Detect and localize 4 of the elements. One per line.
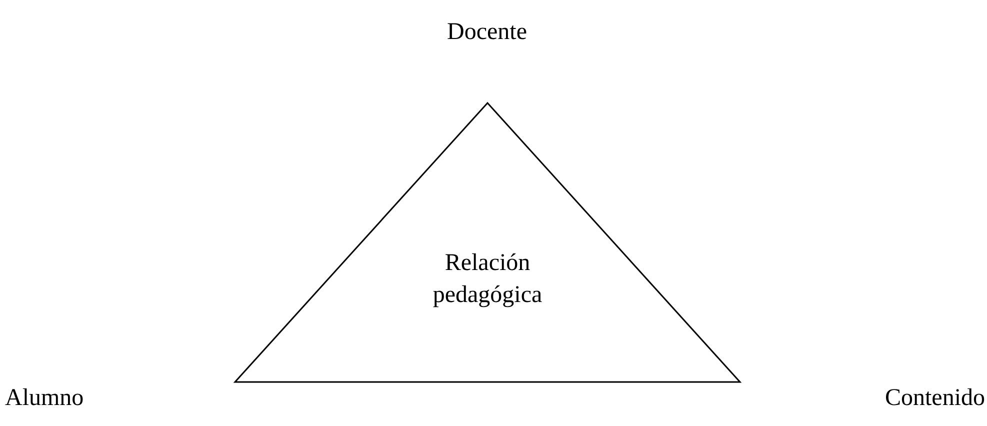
- node-label: Relación pedagógica: [432, 249, 544, 310]
- vertex-label: Docente: [447, 18, 527, 46]
- vertex-label: Contenido: [885, 384, 985, 412]
- vertex-label: Alumno: [5, 384, 84, 412]
